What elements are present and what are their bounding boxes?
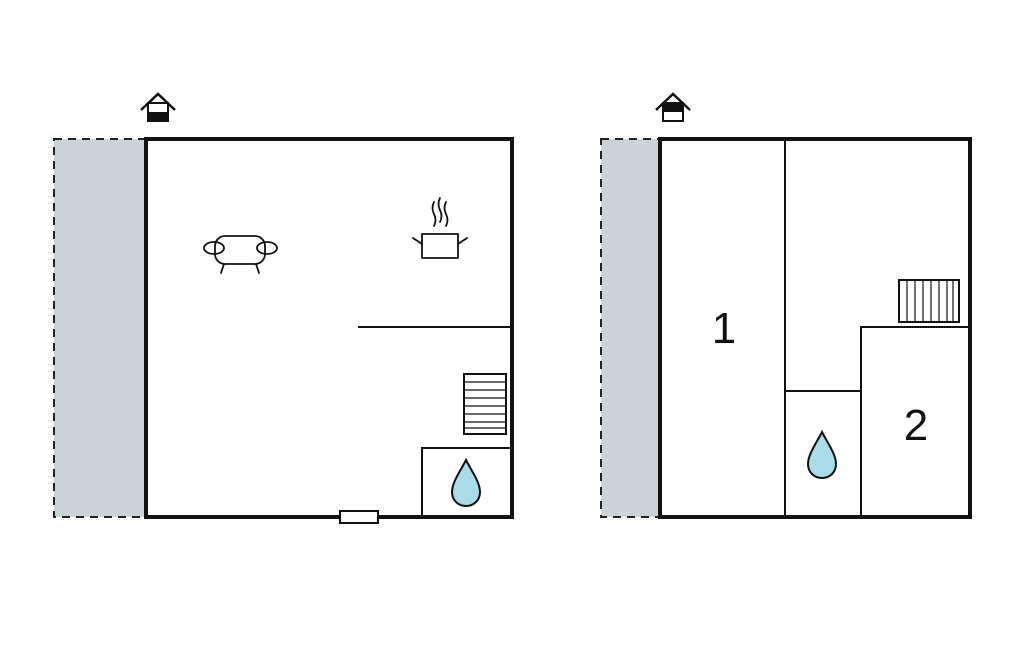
house-entrance-icon	[140, 92, 176, 122]
entrance-door	[339, 510, 379, 524]
house-entrance-icon	[655, 92, 691, 122]
bedroom-2-wall	[860, 326, 970, 517]
ground-floor-plan	[53, 92, 514, 524]
ground-floor-terrace	[53, 138, 147, 518]
water-drop-icon	[806, 429, 838, 480]
stairs-icon	[898, 279, 960, 323]
cooking-pot-icon	[412, 197, 468, 259]
first-floor-plan: 1 2	[600, 92, 972, 519]
sofa-icon	[203, 235, 278, 274]
first-floor-terrace	[600, 138, 661, 518]
room-label-bedroom-1: 1	[712, 304, 736, 353]
stairs-icon	[463, 373, 507, 435]
room-label-bedroom-2: 2	[904, 401, 928, 450]
ground-floor-bathroom	[421, 447, 513, 518]
water-drop-icon	[450, 457, 482, 508]
